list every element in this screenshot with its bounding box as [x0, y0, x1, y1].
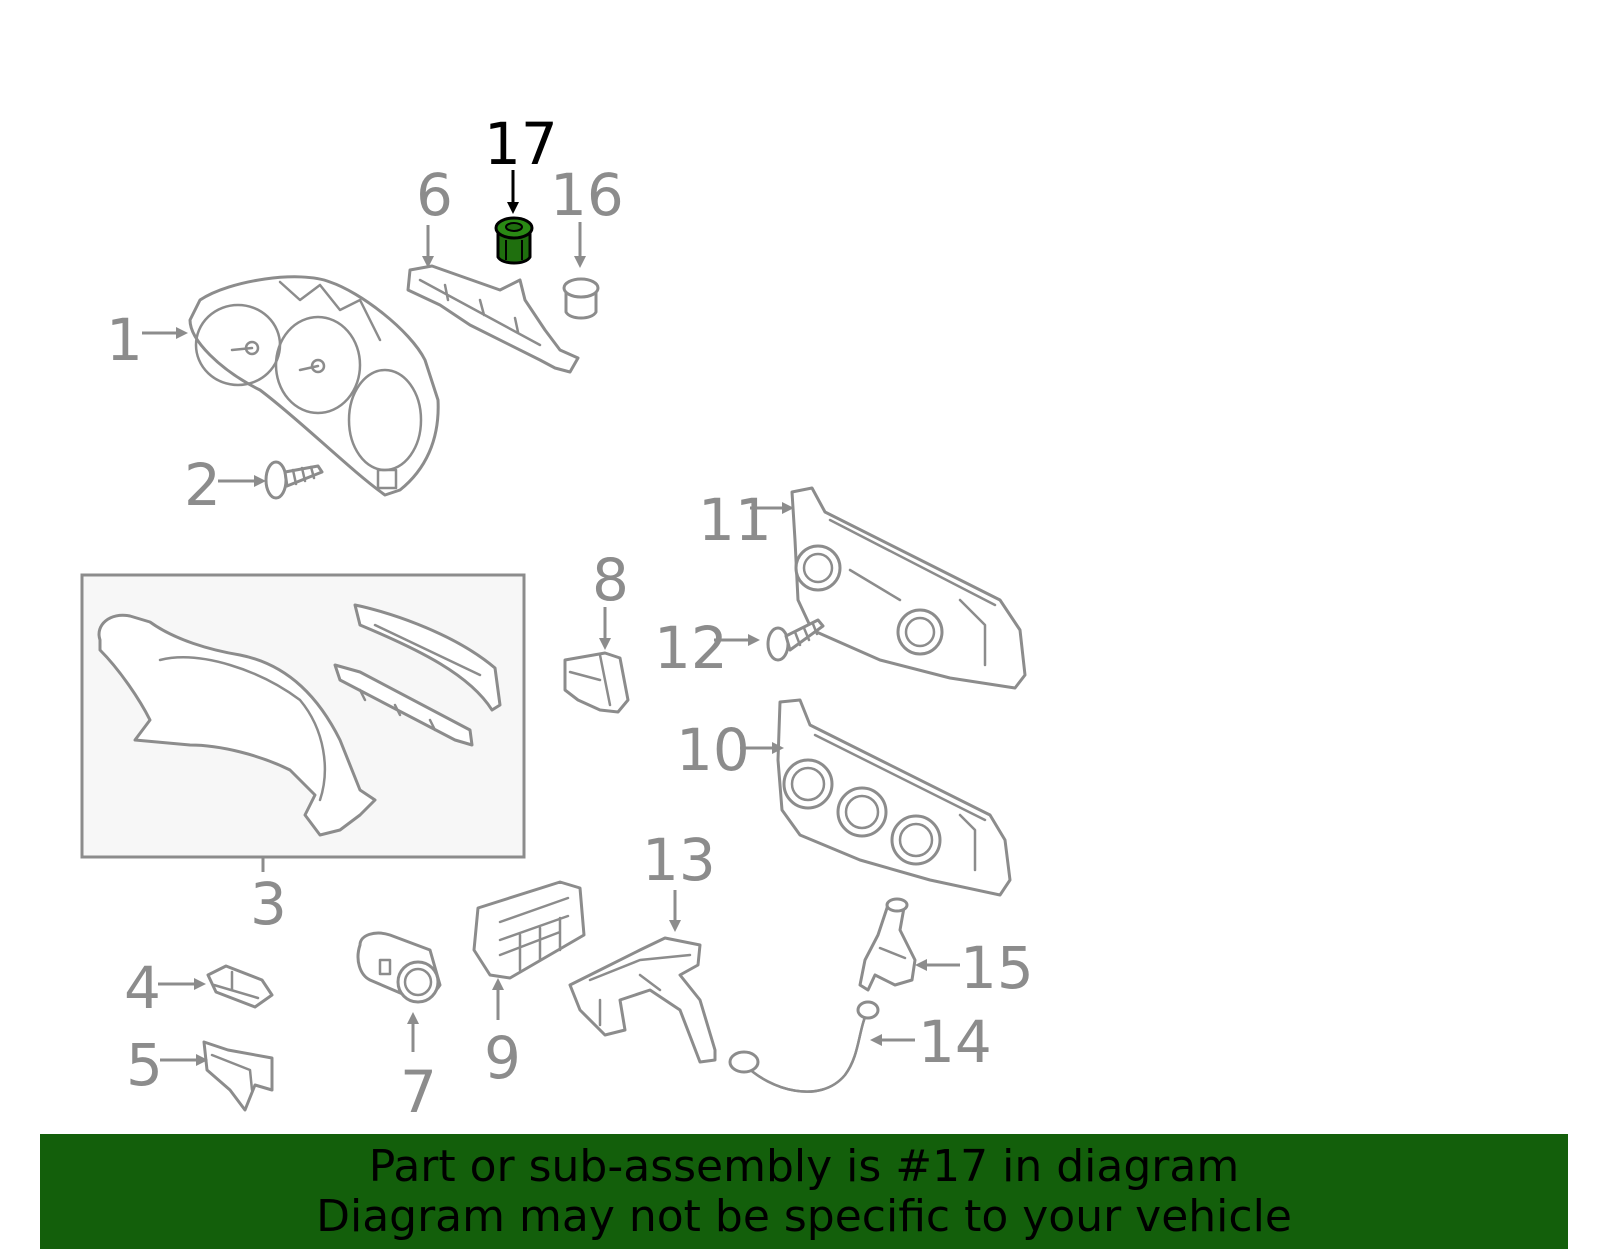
part-16-plug[interactable]	[562, 277, 600, 320]
part-11-climate-control[interactable]	[790, 486, 1027, 690]
part-15-sensor[interactable]	[858, 897, 917, 992]
banner-line-1: Part or sub-assembly is #17 in diagram	[368, 1141, 1240, 1192]
callout-14: 14	[918, 1008, 992, 1076]
arrow-16	[574, 222, 586, 268]
callout-1: 1	[106, 306, 143, 374]
arrow-15	[915, 959, 960, 971]
arrow-9	[492, 978, 504, 1020]
callout-15: 15	[960, 934, 1034, 1002]
arrow-1	[142, 327, 188, 339]
part-17-clip-highlighted[interactable]	[494, 216, 534, 265]
arrow-13	[669, 890, 681, 932]
callout-12: 12	[654, 614, 728, 682]
part-10-climate-control[interactable]	[776, 698, 1012, 897]
arrow-7	[407, 1012, 419, 1052]
callout-8: 8	[592, 546, 629, 614]
callout-10: 10	[676, 716, 750, 784]
callout-11: 11	[698, 486, 772, 554]
part-1-instrument-cluster[interactable]	[188, 275, 440, 497]
callout-7: 7	[400, 1058, 437, 1126]
part-13-bracket[interactable]	[568, 936, 717, 1064]
arrow-6	[422, 225, 434, 268]
arrow-5	[160, 1054, 208, 1066]
part-5-bracket[interactable]	[202, 1040, 274, 1112]
arrow-10	[740, 742, 784, 754]
part-12-screw[interactable]	[766, 618, 825, 662]
arrow-14	[870, 1034, 915, 1046]
callout-2: 2	[184, 451, 221, 519]
part-4-clip[interactable]	[206, 964, 274, 1009]
arrow-11	[750, 502, 794, 514]
callout-6: 6	[416, 161, 453, 229]
arrow-8	[599, 607, 611, 650]
callout-4: 4	[124, 954, 161, 1022]
callout-17: 17	[484, 110, 558, 178]
part-7-switch[interactable]	[356, 931, 442, 1004]
callout-16: 16	[550, 161, 624, 229]
arrow-17	[507, 170, 519, 214]
part-9-switch-panel[interactable]	[472, 880, 586, 980]
callout-13: 13	[642, 826, 716, 894]
part-8-switch[interactable]	[563, 651, 630, 714]
callout-9: 9	[484, 1024, 521, 1092]
part-2-screw[interactable]	[264, 460, 324, 500]
arrow-4	[158, 978, 206, 990]
banner-line-2: Diagram may not be specific to your vehi…	[316, 1191, 1292, 1242]
part-14-hose[interactable]	[728, 1000, 880, 1093]
callout-3: 3	[250, 870, 287, 938]
arrow-12	[714, 634, 760, 646]
part-3-cluster-cover-assembly[interactable]	[80, 573, 526, 859]
part-6-bracket[interactable]	[406, 264, 580, 374]
callout-5: 5	[126, 1031, 163, 1099]
arrow-2	[218, 475, 266, 487]
info-banner: Part or sub-assembly is #17 in diagram D…	[40, 1134, 1568, 1249]
